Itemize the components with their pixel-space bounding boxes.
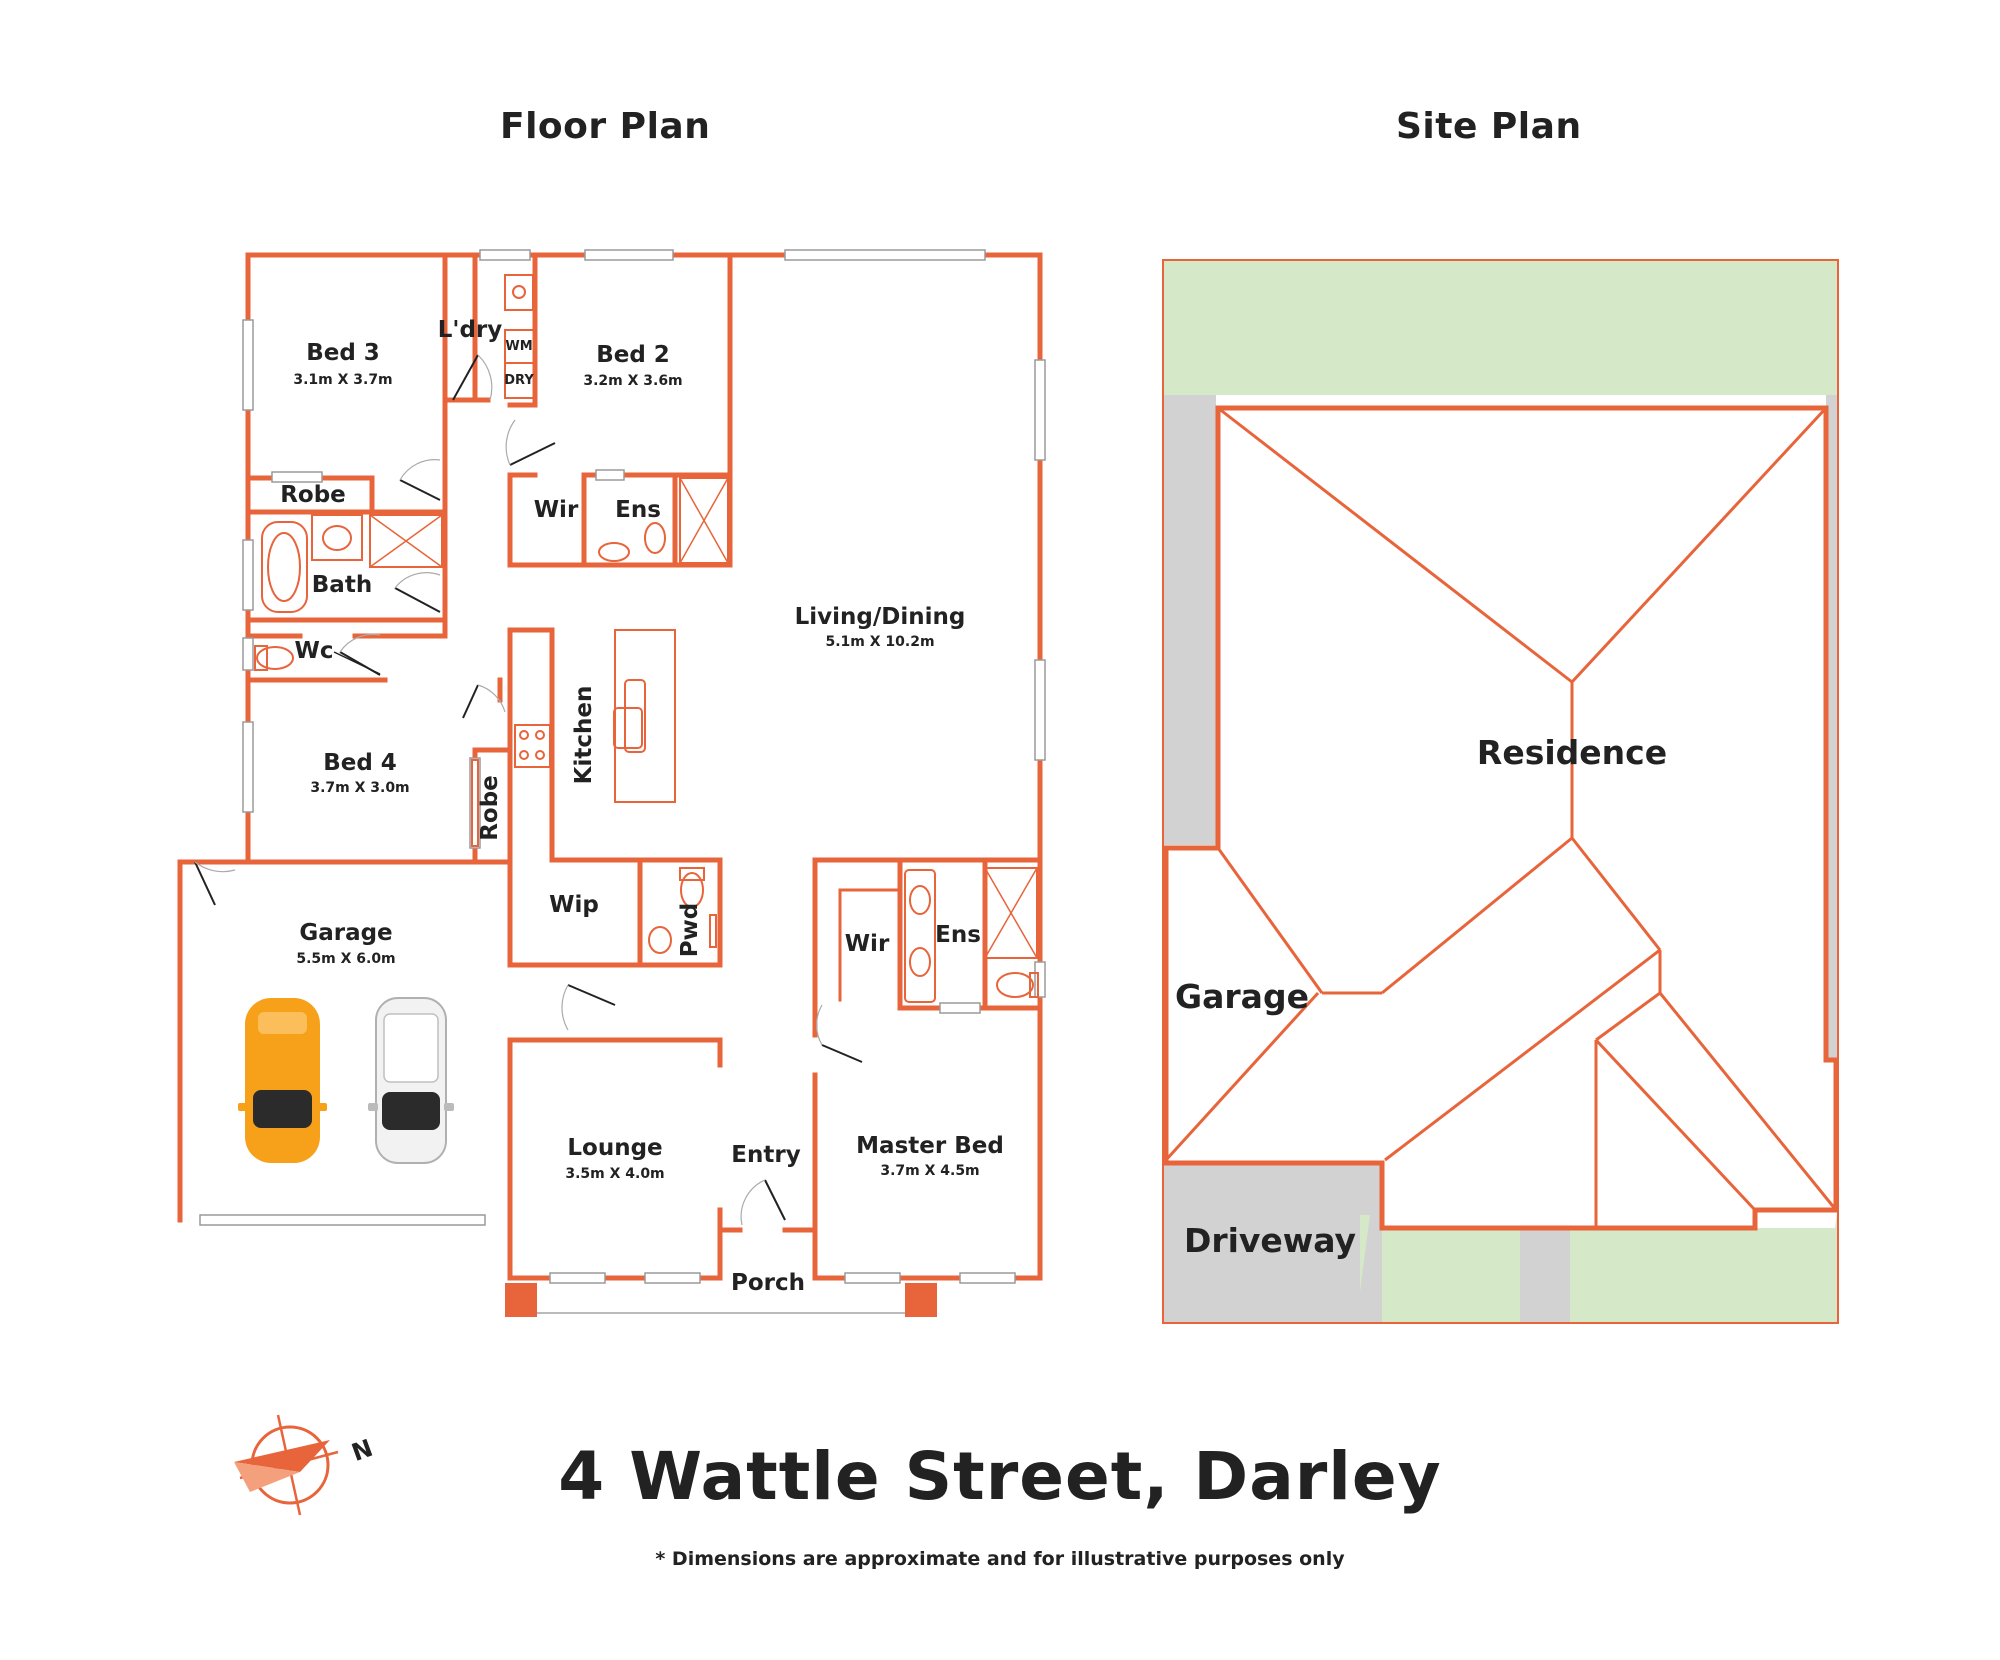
side-path-left <box>1164 395 1216 845</box>
fixture-dryer: DRY <box>504 373 534 388</box>
room-label-bath: Bath <box>312 572 372 598</box>
floor-plan-heading: Floor Plan <box>500 106 711 147</box>
room-label-bed4: Bed 4 <box>323 750 397 776</box>
residence-roof <box>1163 405 1839 1231</box>
driveway-area <box>1164 1163 1382 1322</box>
car-white <box>368 997 454 1164</box>
site-label-residence: Residence <box>1477 733 1667 772</box>
room-dims-bed2: 3.2m X 3.6m <box>583 373 682 389</box>
room-label-porch: Porch <box>731 1270 805 1296</box>
room-label-robe-bed3: Robe <box>280 482 346 508</box>
dimensions-disclaimer: * Dimensions are approximate and for ill… <box>655 1548 1345 1570</box>
room-dims-master: 3.7m X 4.5m <box>880 1163 979 1179</box>
car-orange <box>238 998 327 1163</box>
room-label-robe-bed4: Robe <box>477 775 503 841</box>
room-label-wir-bed2: Wir <box>534 497 579 523</box>
room-dims-garage: 5.5m X 6.0m <box>296 951 395 967</box>
room-labels: Bed 3 3.1m X 3.7m L'dry WM DRY Bed 2 3.2… <box>280 317 1004 1296</box>
compass-icon: N <box>234 1414 376 1516</box>
room-label-garage: Garage <box>299 920 392 946</box>
room-dims-bed3: 3.1m X 3.7m <box>293 372 392 388</box>
site-label-driveway: Driveway <box>1184 1221 1356 1260</box>
site-plan-heading: Site Plan <box>1396 106 1582 147</box>
porch-area <box>505 1283 937 1317</box>
windows <box>199 249 1046 1284</box>
room-label-entry: Entry <box>731 1142 800 1168</box>
front-lawn <box>1360 1212 1837 1322</box>
room-label-living: Living/Dining <box>795 604 966 630</box>
room-label-ens-bed2: Ens <box>615 497 661 523</box>
room-dims-bed4: 3.7m X 3.0m <box>310 780 409 796</box>
room-label-pwd: Pwd <box>677 903 703 958</box>
floor-plan-walls <box>177 252 1043 1281</box>
fixtures <box>254 274 1039 1003</box>
side-path-right <box>1826 395 1837 1060</box>
fixture-washing-machine: WM <box>505 339 532 354</box>
room-dims-lounge: 3.5m X 4.0m <box>565 1166 664 1182</box>
room-label-lounge: Lounge <box>567 1135 662 1161</box>
site-plan: Residence Garage Driveway <box>1162 259 1839 1324</box>
room-label-wc: Wc <box>294 638 333 664</box>
room-label-laundry: L'dry <box>438 317 503 343</box>
room-label-master: Master Bed <box>856 1133 1004 1159</box>
room-label-bed2: Bed 2 <box>596 342 670 368</box>
room-dims-living: 5.1m X 10.2m <box>825 634 934 650</box>
room-label-ens-master: Ens <box>935 922 981 948</box>
rear-lawn <box>1164 261 1837 395</box>
property-address: 4 Wattle Street, Darley <box>558 1438 1442 1515</box>
room-label-bed3: Bed 3 <box>306 340 380 366</box>
room-label-wip: Wip <box>549 892 599 918</box>
room-label-wir-master: Wir <box>845 931 890 957</box>
floor-plan: Bed 3 3.1m X 3.7m L'dry WM DRY Bed 2 3.2… <box>177 249 1046 1317</box>
room-label-kitchen: Kitchen <box>571 686 597 785</box>
site-label-garage: Garage <box>1175 977 1309 1016</box>
doors <box>194 354 863 1226</box>
front-path <box>1520 1228 1570 1322</box>
